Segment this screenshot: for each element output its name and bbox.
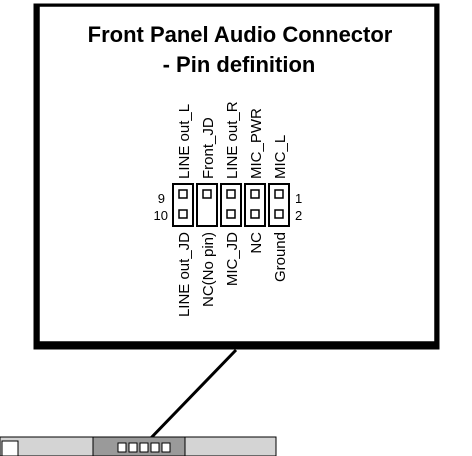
pin-column-3: [220, 183, 242, 227]
pin-odd-2: [202, 189, 212, 199]
pin-even-3: [226, 209, 236, 219]
pins: [178, 189, 284, 219]
pin-column-1: [172, 183, 194, 227]
pin-even-5: [274, 209, 284, 219]
pin-odd-3: [226, 189, 236, 199]
pin-odd-1: [178, 189, 188, 199]
pin-column-2: [196, 183, 218, 227]
pin-header: [172, 183, 290, 227]
board-header-pins: [117, 442, 171, 453]
board-pin: [161, 442, 171, 453]
pin-label-nc-no-pin: NC(No pin): [200, 232, 217, 307]
callout-frame: [38, 5, 436, 343]
leader-line: [146, 348, 238, 443]
pin-label-line-out-jd: LINE out_JD: [176, 232, 193, 317]
diagram-title-line2: - Pin definition: [163, 52, 316, 77]
pin-label-mic-jd: MIC_JD: [224, 232, 241, 286]
pin-label-line-out-r: LINE out_R: [224, 101, 241, 179]
pin-even-1: [178, 209, 188, 219]
pin-column-4: [244, 183, 266, 227]
row-label-9: 9: [158, 191, 165, 206]
board-pin: [150, 442, 160, 453]
board-pin: [117, 442, 127, 453]
pin-label-ground: Ground: [272, 232, 289, 282]
pin-column-5: [268, 183, 290, 227]
pin-label-nc: NC: [248, 232, 265, 254]
pin-odd-5: [274, 189, 284, 199]
pin-odd-4: [250, 189, 260, 199]
row-label-2: 2: [295, 208, 302, 223]
board-pin: [139, 442, 149, 453]
pin-label-mic-pwr: MIC_PWR: [248, 108, 265, 179]
row-label-1: 1: [295, 191, 302, 206]
pin-even-4: [250, 209, 260, 219]
pin-label-line-out-l: LINE out_L: [176, 104, 193, 179]
pin-label-mic-l: MIC_L: [272, 135, 289, 179]
board-dark-area: [92, 436, 186, 456]
board-pin: [128, 442, 138, 453]
motherboard-fragment: [0, 436, 277, 456]
board-slot-left: [1, 440, 19, 456]
diagram-title-line1: Front Panel Audio Connector: [88, 22, 393, 47]
pin-label-front-jd: Front_JD: [200, 117, 217, 179]
row-label-10: 10: [154, 208, 168, 223]
